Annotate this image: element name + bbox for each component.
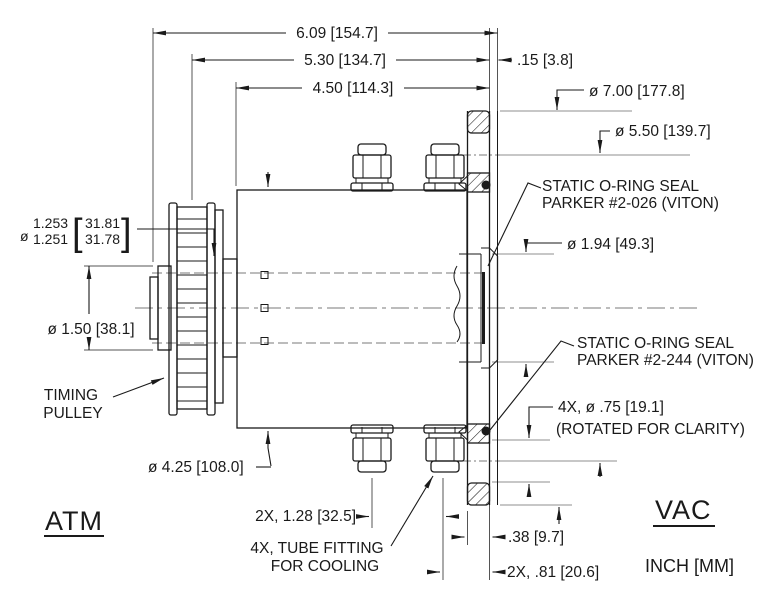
housing-body [236, 189, 481, 429]
leader-oring-top [487, 182, 542, 267]
tube-fitting-bottom-right [423, 424, 467, 473]
shaft-fit-dia-symbol: ø [20, 228, 29, 244]
timing-pulley [168, 202, 238, 416]
annotations: 6.09 [154.7] 5.30 [134.7] 4.50 [114.3] .… [20, 25, 754, 581]
shaft [149, 265, 172, 351]
dim-fitting-spacing: 2X, 1.28 [32.5] [255, 508, 356, 525]
dim-boss-protrusion: .15 [3.8] [517, 52, 573, 69]
label-vac: VAC [653, 495, 715, 527]
shaft-fit-bracket-open: [ [72, 212, 83, 254]
callout-tube-fitting-1: 4X, TUBE FITTING [250, 540, 383, 557]
pulley-teeth [177, 218, 207, 402]
units-note: INCH [MM] [645, 556, 734, 576]
callout-timing-pulley-1: TIMING [44, 387, 98, 404]
callout-oring-top-2: PARKER #2-026 (VITON) [542, 195, 719, 212]
flange-section-bottom [466, 482, 491, 506]
callout-tube-fitting-2: FOR COOLING [271, 558, 380, 575]
dim-body-od: ø 4.25 [108.0] [148, 459, 244, 476]
dim-pulley-to-flange: 5.30 [134.7] [304, 52, 386, 69]
shaft-fit-lower-mm: 31.78 [85, 231, 120, 247]
dim-bolt-holes-2: (ROTATED FOR CLARITY) [556, 421, 745, 438]
dim-flange-od: ø 7.00 [177.8] [589, 83, 685, 100]
atm-text: ATM [45, 506, 103, 536]
shaft-fit-upper-in: 1.253 [33, 215, 68, 231]
dim-flange-thickness: .38 [9.7] [508, 529, 564, 546]
callout-oring-bottom-1: STATIC O-RING SEAL [577, 335, 734, 352]
dim-shaft-fit: ø 1.253 1.251 [ 31.81 31.78 ] [20, 212, 132, 254]
dimension-lines [86, 30, 610, 575]
dim-fitting-to-face: 2X, .81 [20.6] [507, 564, 599, 581]
tube-fitting-top-left [350, 143, 394, 192]
callout-timing-pulley-2: PULLEY [43, 405, 102, 422]
callout-oring-bottom-2: PARKER #2-244 (VITON) [577, 352, 754, 369]
flange-center-boss [480, 247, 499, 369]
shaft-fit-lower-in: 1.251 [33, 231, 68, 247]
label-atm: ATM [44, 506, 104, 537]
callout-oring-top-1: STATIC O-RING SEAL [542, 178, 699, 195]
oring-cross-section-top [481, 180, 491, 190]
shaft-fit-bracket-close: ] [121, 212, 132, 254]
shaft-fit-upper-mm: 31.81 [85, 215, 120, 231]
vacuum-flange [458, 110, 499, 506]
flange-section-top [466, 110, 491, 134]
break-line [453, 265, 461, 343]
dim-shaft-dia: ø 1.50 [38.1] [47, 321, 134, 338]
dim-seal-bore: ø 1.94 [49.3] [567, 236, 654, 253]
dim-overall-length: 6.09 [154.7] [296, 25, 378, 42]
leader-oring-bottom [489, 340, 575, 431]
extension-lines [84, 28, 690, 580]
tube-fitting-bottom-left [350, 424, 394, 473]
centerlines [135, 154, 702, 462]
tube-fittings [350, 143, 467, 473]
dim-bolt-circle: ø 5.50 [139.7] [615, 123, 711, 140]
tube-fitting-top-right [423, 143, 467, 192]
oring-cross-section-bottom [481, 426, 491, 436]
dim-body-length: 4.50 [114.3] [313, 80, 394, 97]
dim-bolt-holes-1: 4X, ø .75 [19.1] [558, 399, 664, 416]
vac-text: VAC [655, 495, 712, 525]
